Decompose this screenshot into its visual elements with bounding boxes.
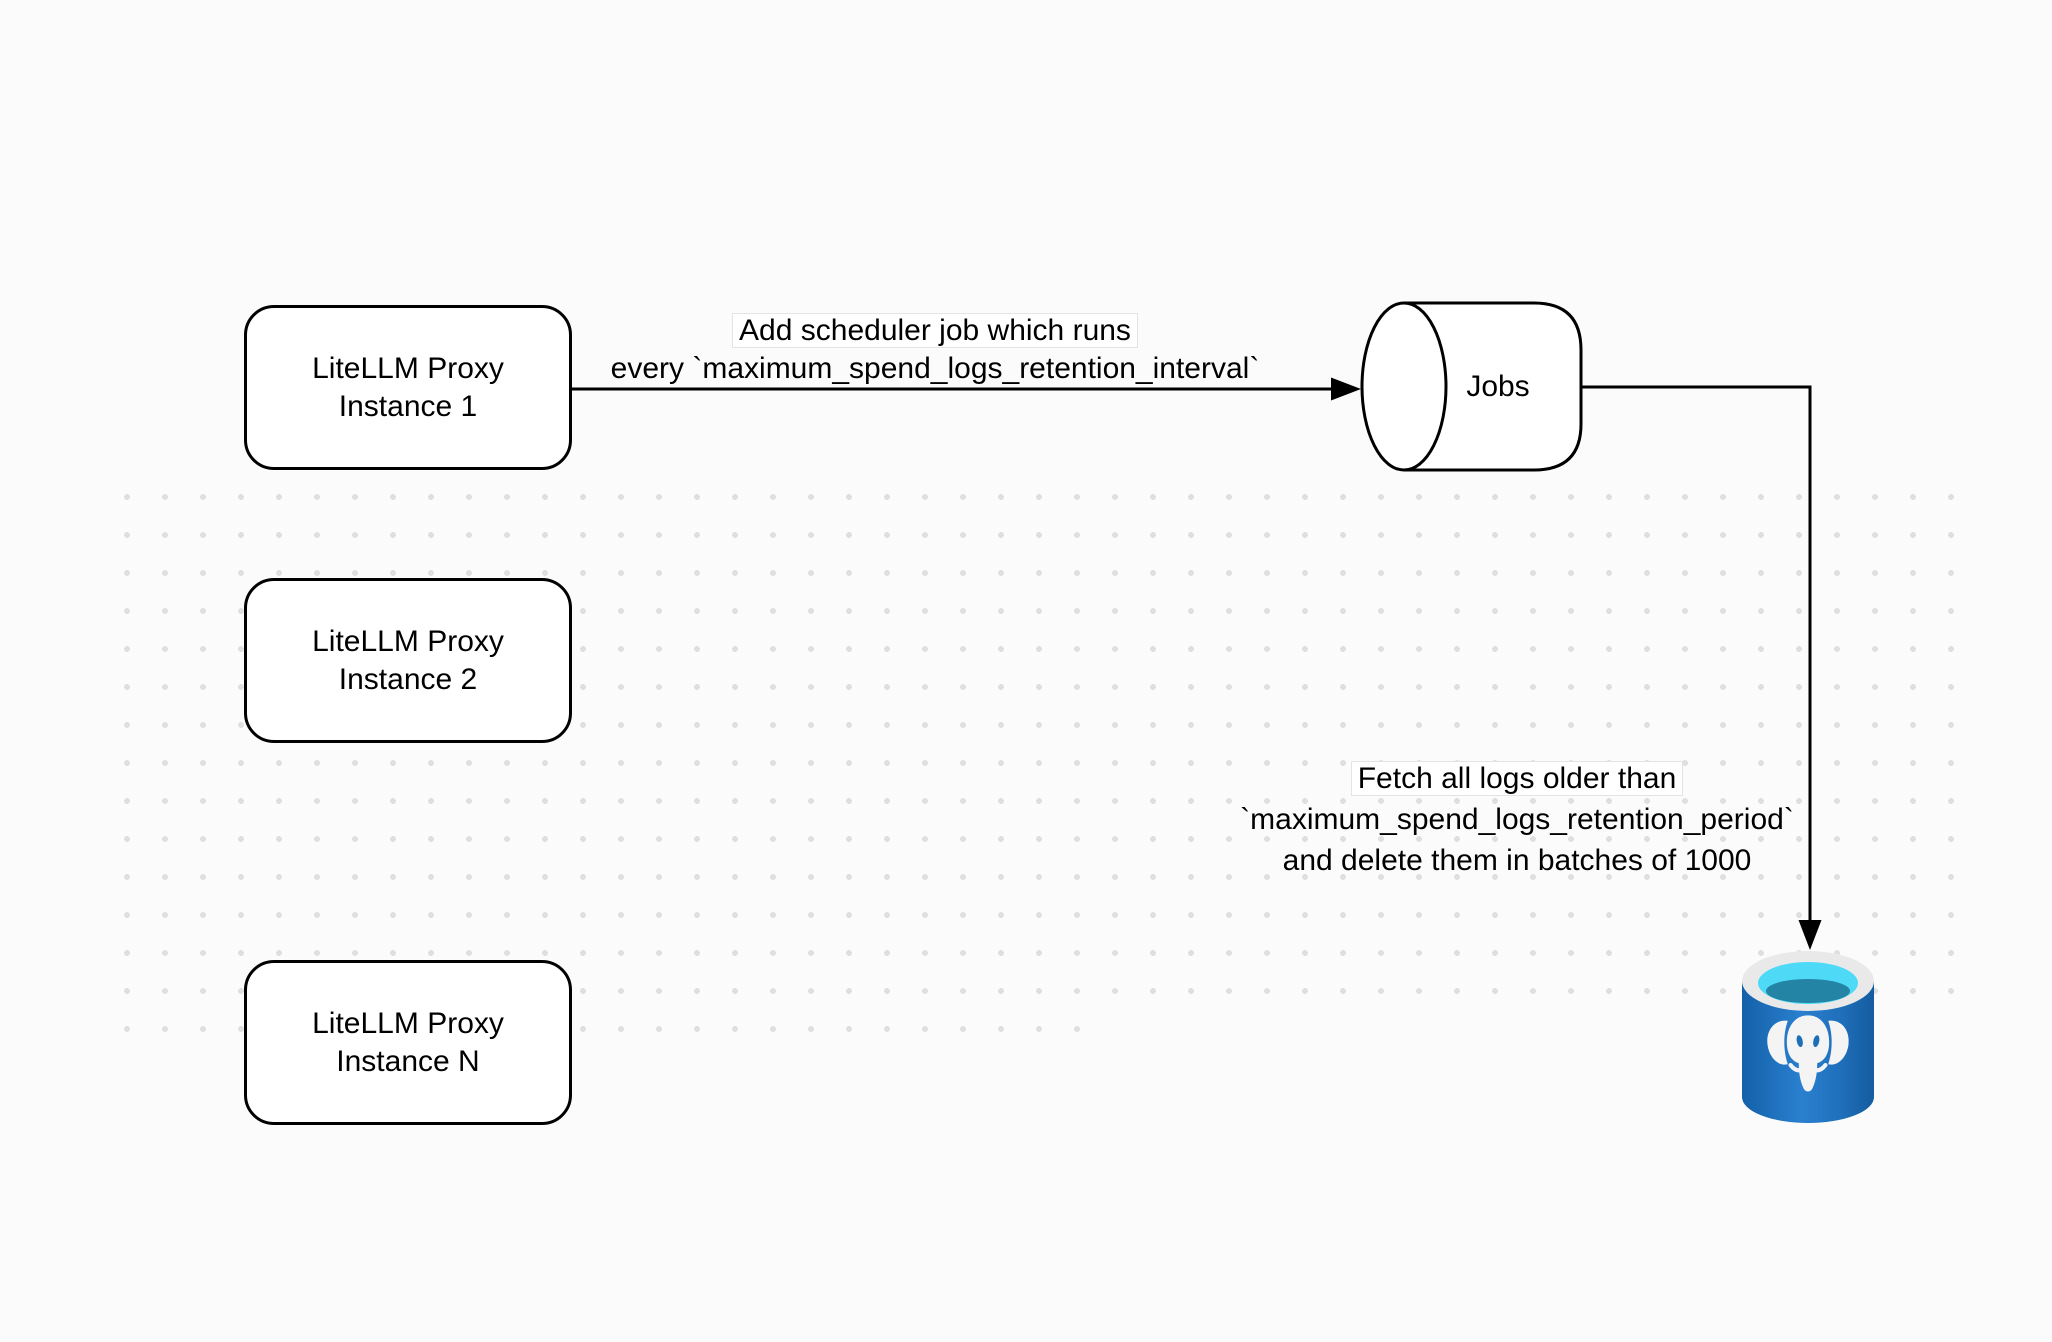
node-label-line: Instance 1 xyxy=(338,389,478,423)
postgres-elephant-glyph xyxy=(1767,1015,1849,1092)
edge-label-line: Fetch all logs older than xyxy=(1117,758,1917,799)
edge-label-line: and delete them in batches of 1000 xyxy=(1282,844,1752,877)
node-label-line: LiteLLM Proxy xyxy=(312,624,504,658)
edge-label-line: Add scheduler job which runs xyxy=(535,312,1335,350)
edge-label-line-text: Fetch all logs older than xyxy=(1350,761,1684,796)
edge-label-line: every `maximum_spend_logs_retention_inte… xyxy=(610,352,1260,385)
node-label-line: Instance N xyxy=(336,1044,480,1078)
jobs-queue-label: Jobs xyxy=(1466,370,1530,403)
scheduler-arrow xyxy=(572,377,1361,401)
node-litellm-proxy-instance-2: LiteLLM Proxy Instance 2 xyxy=(244,578,572,743)
node-litellm-proxy-instance-n: LiteLLM Proxy Instance N xyxy=(244,960,572,1125)
edge-label-line: `maximum_spend_logs_retention_period` xyxy=(1240,803,1794,836)
edge-label-line-text: Add scheduler job which runs xyxy=(732,313,1138,348)
postgresql-database-icon xyxy=(1742,951,1874,1123)
edge-label-fetch-and-delete: Fetch all logs older than `maximum_spend… xyxy=(1117,758,1917,881)
node-label-line: LiteLLM Proxy xyxy=(312,351,504,385)
fetch-delete-arrow xyxy=(1581,385,1822,950)
node-label-line: Instance 2 xyxy=(338,662,478,696)
dot-grid-background xyxy=(108,478,1970,1012)
edge-label-add-scheduler-job: Add scheduler job which runs every `maxi… xyxy=(535,312,1335,388)
node-litellm-proxy-instance-1: LiteLLM Proxy Instance 1 xyxy=(244,305,572,470)
node-label-line: LiteLLM Proxy xyxy=(312,1006,504,1040)
